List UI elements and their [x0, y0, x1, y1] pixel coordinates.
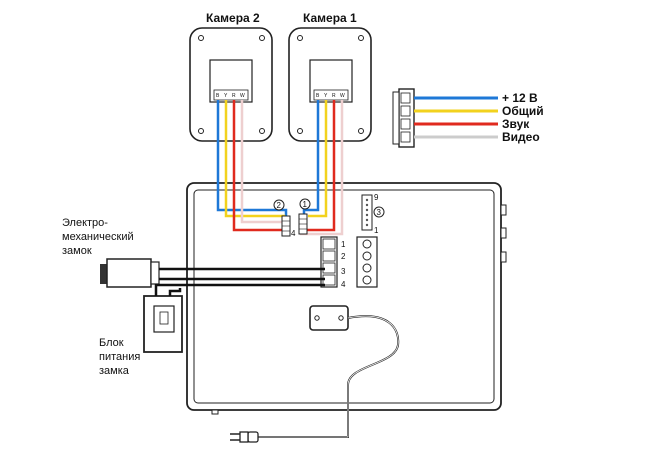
camera-2-cable: [216, 100, 288, 232]
lock-power-label-line3: замка: [99, 365, 130, 377]
lock-wiring: [154, 267, 325, 296]
terminal-block-right: [356, 236, 378, 288]
lock-power-label-line2: питания: [99, 351, 140, 363]
lock-power-label-line1: Блок: [99, 337, 124, 349]
electromechanical-lock: Электро- механический замок: [62, 217, 160, 288]
camera-2-connector: 2 4: [273, 199, 296, 238]
camera-2-pin-y: Y: [224, 93, 228, 99]
wire-color-legend: + 12 В Общий Звук Видео: [392, 88, 544, 148]
connector-3-marker: 3: [377, 208, 382, 217]
lock-label-line2: механический: [62, 231, 134, 243]
camera-2: Камера 2 B Y R W: [189, 11, 273, 142]
power-plug: [230, 431, 259, 443]
connector-small-4: 4: [291, 229, 296, 238]
camera-2-label: Камера 2: [206, 11, 260, 25]
legend-label-video: Видео: [502, 130, 540, 144]
legend-label-12v: + 12 В: [502, 91, 538, 105]
camera-1-pin-w: W: [340, 93, 345, 99]
camera-2-pin-r: R: [232, 93, 236, 99]
legend-label-sound: Звук: [502, 117, 530, 131]
camera-2-pin-w: W: [240, 93, 245, 99]
camera-1-connector: 1: [298, 198, 311, 235]
terminal-4-label: 4: [341, 280, 346, 289]
terminal-2-label: 2: [341, 252, 346, 261]
connector-3: 9 1 3: [361, 193, 385, 235]
camera-1: Камера 1 B Y R W: [288, 11, 372, 142]
terminal-1-label: 1: [341, 240, 346, 249]
camera-2-pin-b: B: [216, 93, 220, 99]
connector-3-pin-1: 1: [374, 226, 379, 235]
terminal-3-label: 3: [341, 267, 346, 276]
camera-1-label: Камера 1: [303, 11, 357, 25]
lock-label-line1: Электро-: [62, 217, 108, 229]
camera-1-pin-b: B: [316, 93, 320, 99]
camera-1-connector-marker: 1: [303, 200, 308, 209]
camera-1-pin-r: R: [332, 93, 336, 99]
lock-power-supply: Блок питания замка: [99, 295, 183, 377]
connector-3-pin-9: 9: [374, 193, 379, 202]
camera-1-pin-y: Y: [324, 93, 328, 99]
power-adapter: [258, 305, 400, 438]
lock-label-line3: замок: [62, 245, 92, 257]
legend-label-common: Общий: [502, 104, 544, 118]
camera-2-connector-marker: 2: [277, 201, 282, 210]
main-unit: [186, 182, 507, 415]
